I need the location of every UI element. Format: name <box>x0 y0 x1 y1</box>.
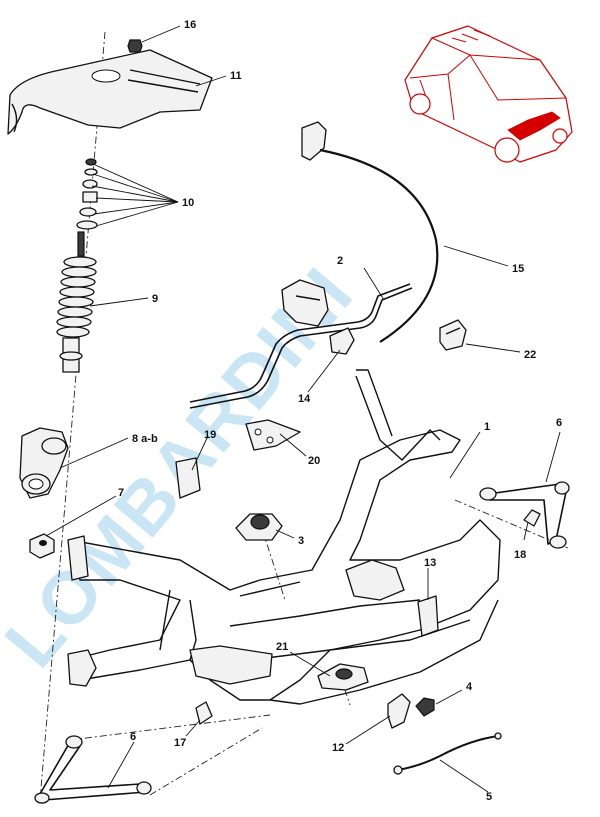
callout-20-label: 20 <box>308 455 320 467</box>
assembly-axis-rear-arm <box>454 499 569 549</box>
part-8-hub-knuckle <box>19 427 69 499</box>
part-10-bushing-stack <box>76 158 98 230</box>
part-4-grommet <box>415 697 435 717</box>
callout-7-label: 7 <box>118 487 124 499</box>
part-20-triangle-bracket <box>245 419 301 451</box>
part-7-bushing <box>29 533 55 559</box>
part-6-rear-control-arm <box>479 481 570 549</box>
part-12-bracket <box>387 693 411 729</box>
callout-2-label: 2 <box>337 255 343 267</box>
part-5-cable <box>393 732 502 775</box>
callout-15-label: 15 <box>512 263 524 275</box>
part-6-front-control-arm <box>34 735 152 804</box>
assembly-axis-strut <box>39 31 106 801</box>
part-9-shock-absorber <box>56 231 97 373</box>
callout-19-label: 19 <box>204 429 216 441</box>
locator-car-icon <box>404 25 573 163</box>
part-22-rubber-stop <box>439 319 467 351</box>
callout-18-label: 18 <box>514 549 526 561</box>
part-17-small-bracket <box>195 701 213 725</box>
callout-11-label: 11 <box>230 70 242 82</box>
callout-13-label: 13 <box>424 557 436 569</box>
part-2-crossbar <box>189 279 413 409</box>
part-18-clip <box>523 509 541 527</box>
callout-5-label: 5 <box>486 791 492 803</box>
part-16-cap-nut <box>127 39 143 53</box>
callout-17-label: 17 <box>174 737 186 749</box>
callout-12-label: 12 <box>332 742 344 754</box>
callout-4-label: 4 <box>466 681 473 693</box>
part-21-mount <box>317 663 369 691</box>
callout-22-label: 22 <box>524 349 536 361</box>
assembly-axis-front-arm <box>69 714 271 741</box>
leader-lines <box>45 25 561 793</box>
part-3-engine-mount <box>235 513 283 541</box>
callout-1-label: 1 <box>484 421 490 433</box>
part-1-subframe <box>67 369 501 705</box>
callout-6a-label: 6 <box>556 417 562 429</box>
part-11-top-cover <box>7 49 213 135</box>
callout-10-label: 10 <box>182 197 194 209</box>
callout-16-label: 16 <box>184 19 196 31</box>
part-15-cable <box>301 121 439 343</box>
callout-21-label: 21 <box>276 641 288 653</box>
part-19-bracket-plate <box>175 457 201 499</box>
callout-6b-label: 6 <box>130 731 136 743</box>
callout-8-label: 8 a-b <box>132 433 158 445</box>
part-14-bracket <box>329 327 355 355</box>
part-13-bracket <box>417 595 439 637</box>
assembly-axis-front-arm-2 <box>149 727 263 796</box>
callout-3-label: 3 <box>298 535 304 547</box>
callout-9-label: 9 <box>152 293 158 305</box>
callout-14-label: 14 <box>298 393 311 405</box>
